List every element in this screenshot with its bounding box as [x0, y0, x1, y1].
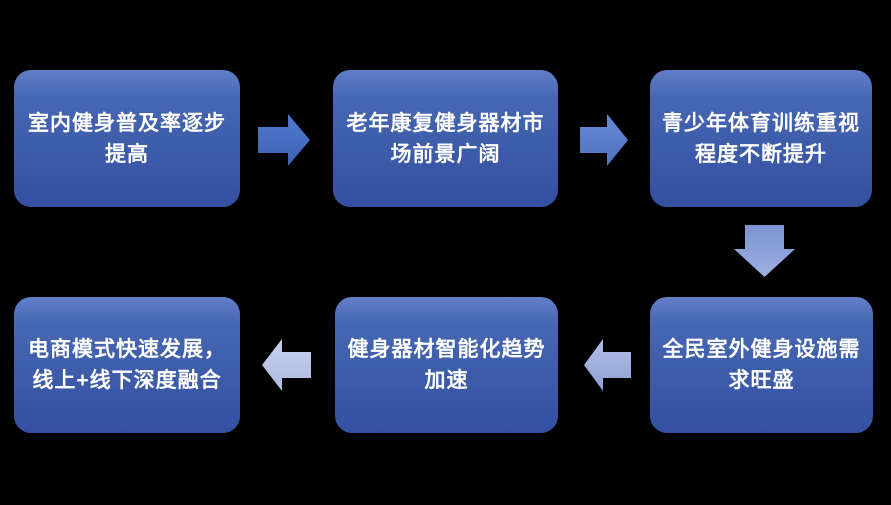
node-elderly-rehab: 老年康复健身器材市 场前景广阔 [333, 70, 558, 207]
node-smart-equipment: 健身器材智能化趋势 加速 [335, 297, 558, 433]
node-ecommerce-model: 电商模式快速发展， 线上+线下深度融合 [14, 297, 240, 433]
node-indoor-fitness: 室内健身普及率逐步 提高 [14, 70, 240, 207]
node-text: 青少年体育训练重视 程度不断提升 [662, 111, 860, 166]
node-text: 健身器材智能化趋势 加速 [347, 338, 546, 392]
arrow-left-icon [262, 339, 311, 391]
arrow-right-icon [580, 114, 628, 166]
node-text: 室内健身普及率逐步 提高 [28, 111, 226, 166]
node-youth-training: 青少年体育训练重视 程度不断提升 [650, 70, 872, 207]
node-text: 全民室外健身设施需 求旺盛 [662, 338, 861, 392]
node-outdoor-demand: 全民室外健身设施需 求旺盛 [650, 297, 873, 433]
arrow-down-icon [734, 225, 795, 277]
arrow-left-icon [584, 339, 631, 391]
arrow-right-icon [258, 114, 310, 166]
node-text: 老年康复健身器材市 场前景广阔 [346, 111, 545, 166]
node-text: 电商模式快速发展， 线上+线下深度融合 [28, 338, 226, 392]
